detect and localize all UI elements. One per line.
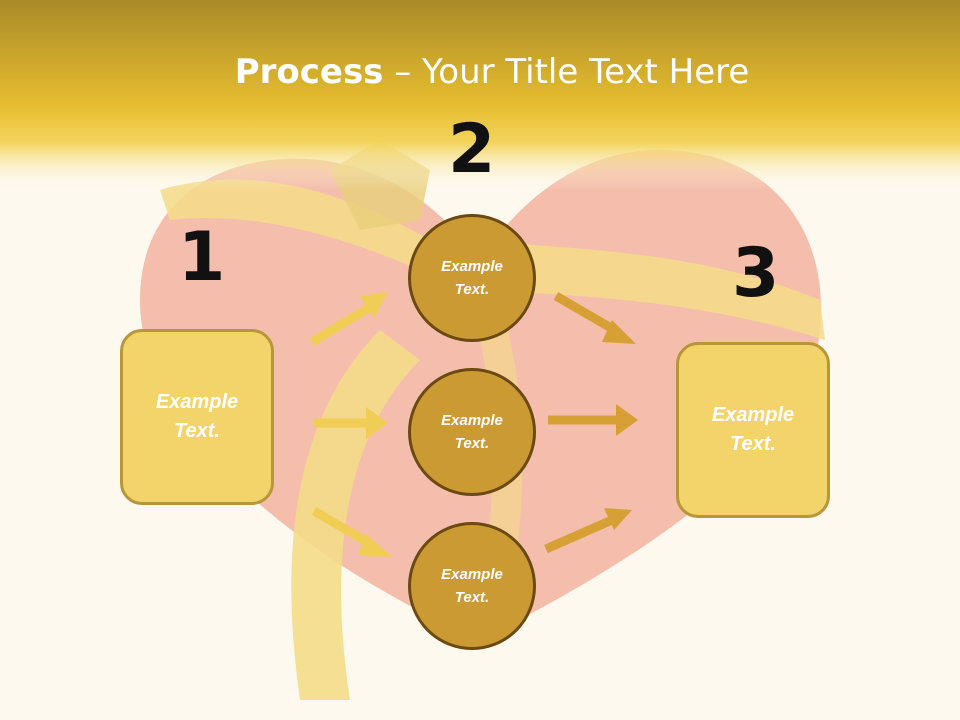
right-text-box: Example Text. — [676, 342, 830, 518]
right-box-text: Example Text. — [711, 404, 795, 455]
circle-top-text: Example Text. — [441, 258, 503, 298]
circle-middle-text: Example Text. — [441, 412, 503, 452]
step-number-2: 2 — [448, 110, 496, 189]
left-text-box: Example Text. — [120, 329, 274, 505]
circle-bottom: Example Text. — [408, 522, 536, 650]
arrow-middle-to-right — [548, 404, 638, 436]
circle-top: Example Text. — [408, 214, 536, 342]
arrow-left-to-top — [309, 292, 388, 346]
title-rest: – Your Title Text Here — [383, 52, 750, 92]
step-number-1: 1 — [178, 218, 226, 297]
arrow-bottom-to-right — [544, 508, 632, 554]
arrow-left-to-bottom — [311, 507, 392, 557]
title-bold: Process — [234, 52, 384, 92]
circle-middle: Example Text. — [408, 368, 536, 496]
step-number-3: 3 — [732, 234, 780, 313]
arrow-left-to-middle — [314, 407, 388, 439]
circle-bottom-text: Example Text. — [441, 566, 503, 606]
left-box-text: Example Text. — [155, 391, 239, 442]
arrow-top-to-right — [553, 292, 636, 344]
page-title: Process – Your Title Text Here — [0, 52, 960, 92]
